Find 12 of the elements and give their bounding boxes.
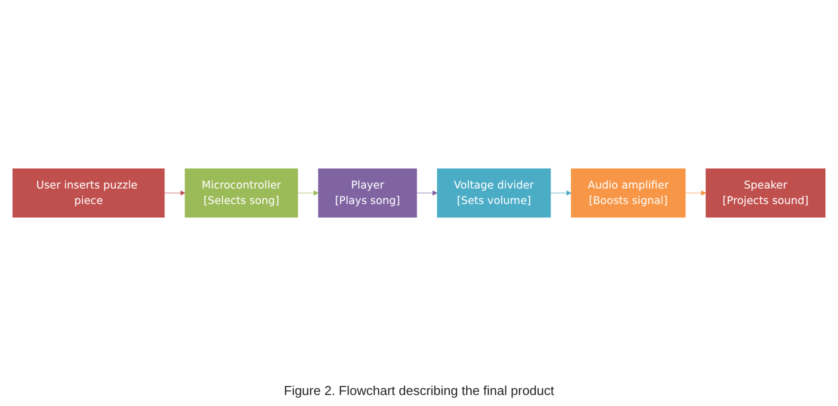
node-box: Audio amplifier [Boosts signal] [570, 168, 686, 218]
arrow [416, 190, 438, 196]
node-box: Voltage divider [Sets volume] [437, 168, 551, 218]
node-box: User inserts puzzle piece [12, 168, 165, 218]
node-box: Speaker [Projects sound] [706, 168, 826, 218]
arrow [684, 190, 706, 196]
arrow [297, 190, 319, 196]
arrow [550, 190, 572, 196]
arrow [164, 190, 186, 196]
figure-caption: Figure 2. Flowchart describing the final product [284, 383, 554, 398]
node-box: Player [Plays song] [318, 168, 417, 218]
node-box: Microcontroller [Selects song] [184, 168, 298, 218]
